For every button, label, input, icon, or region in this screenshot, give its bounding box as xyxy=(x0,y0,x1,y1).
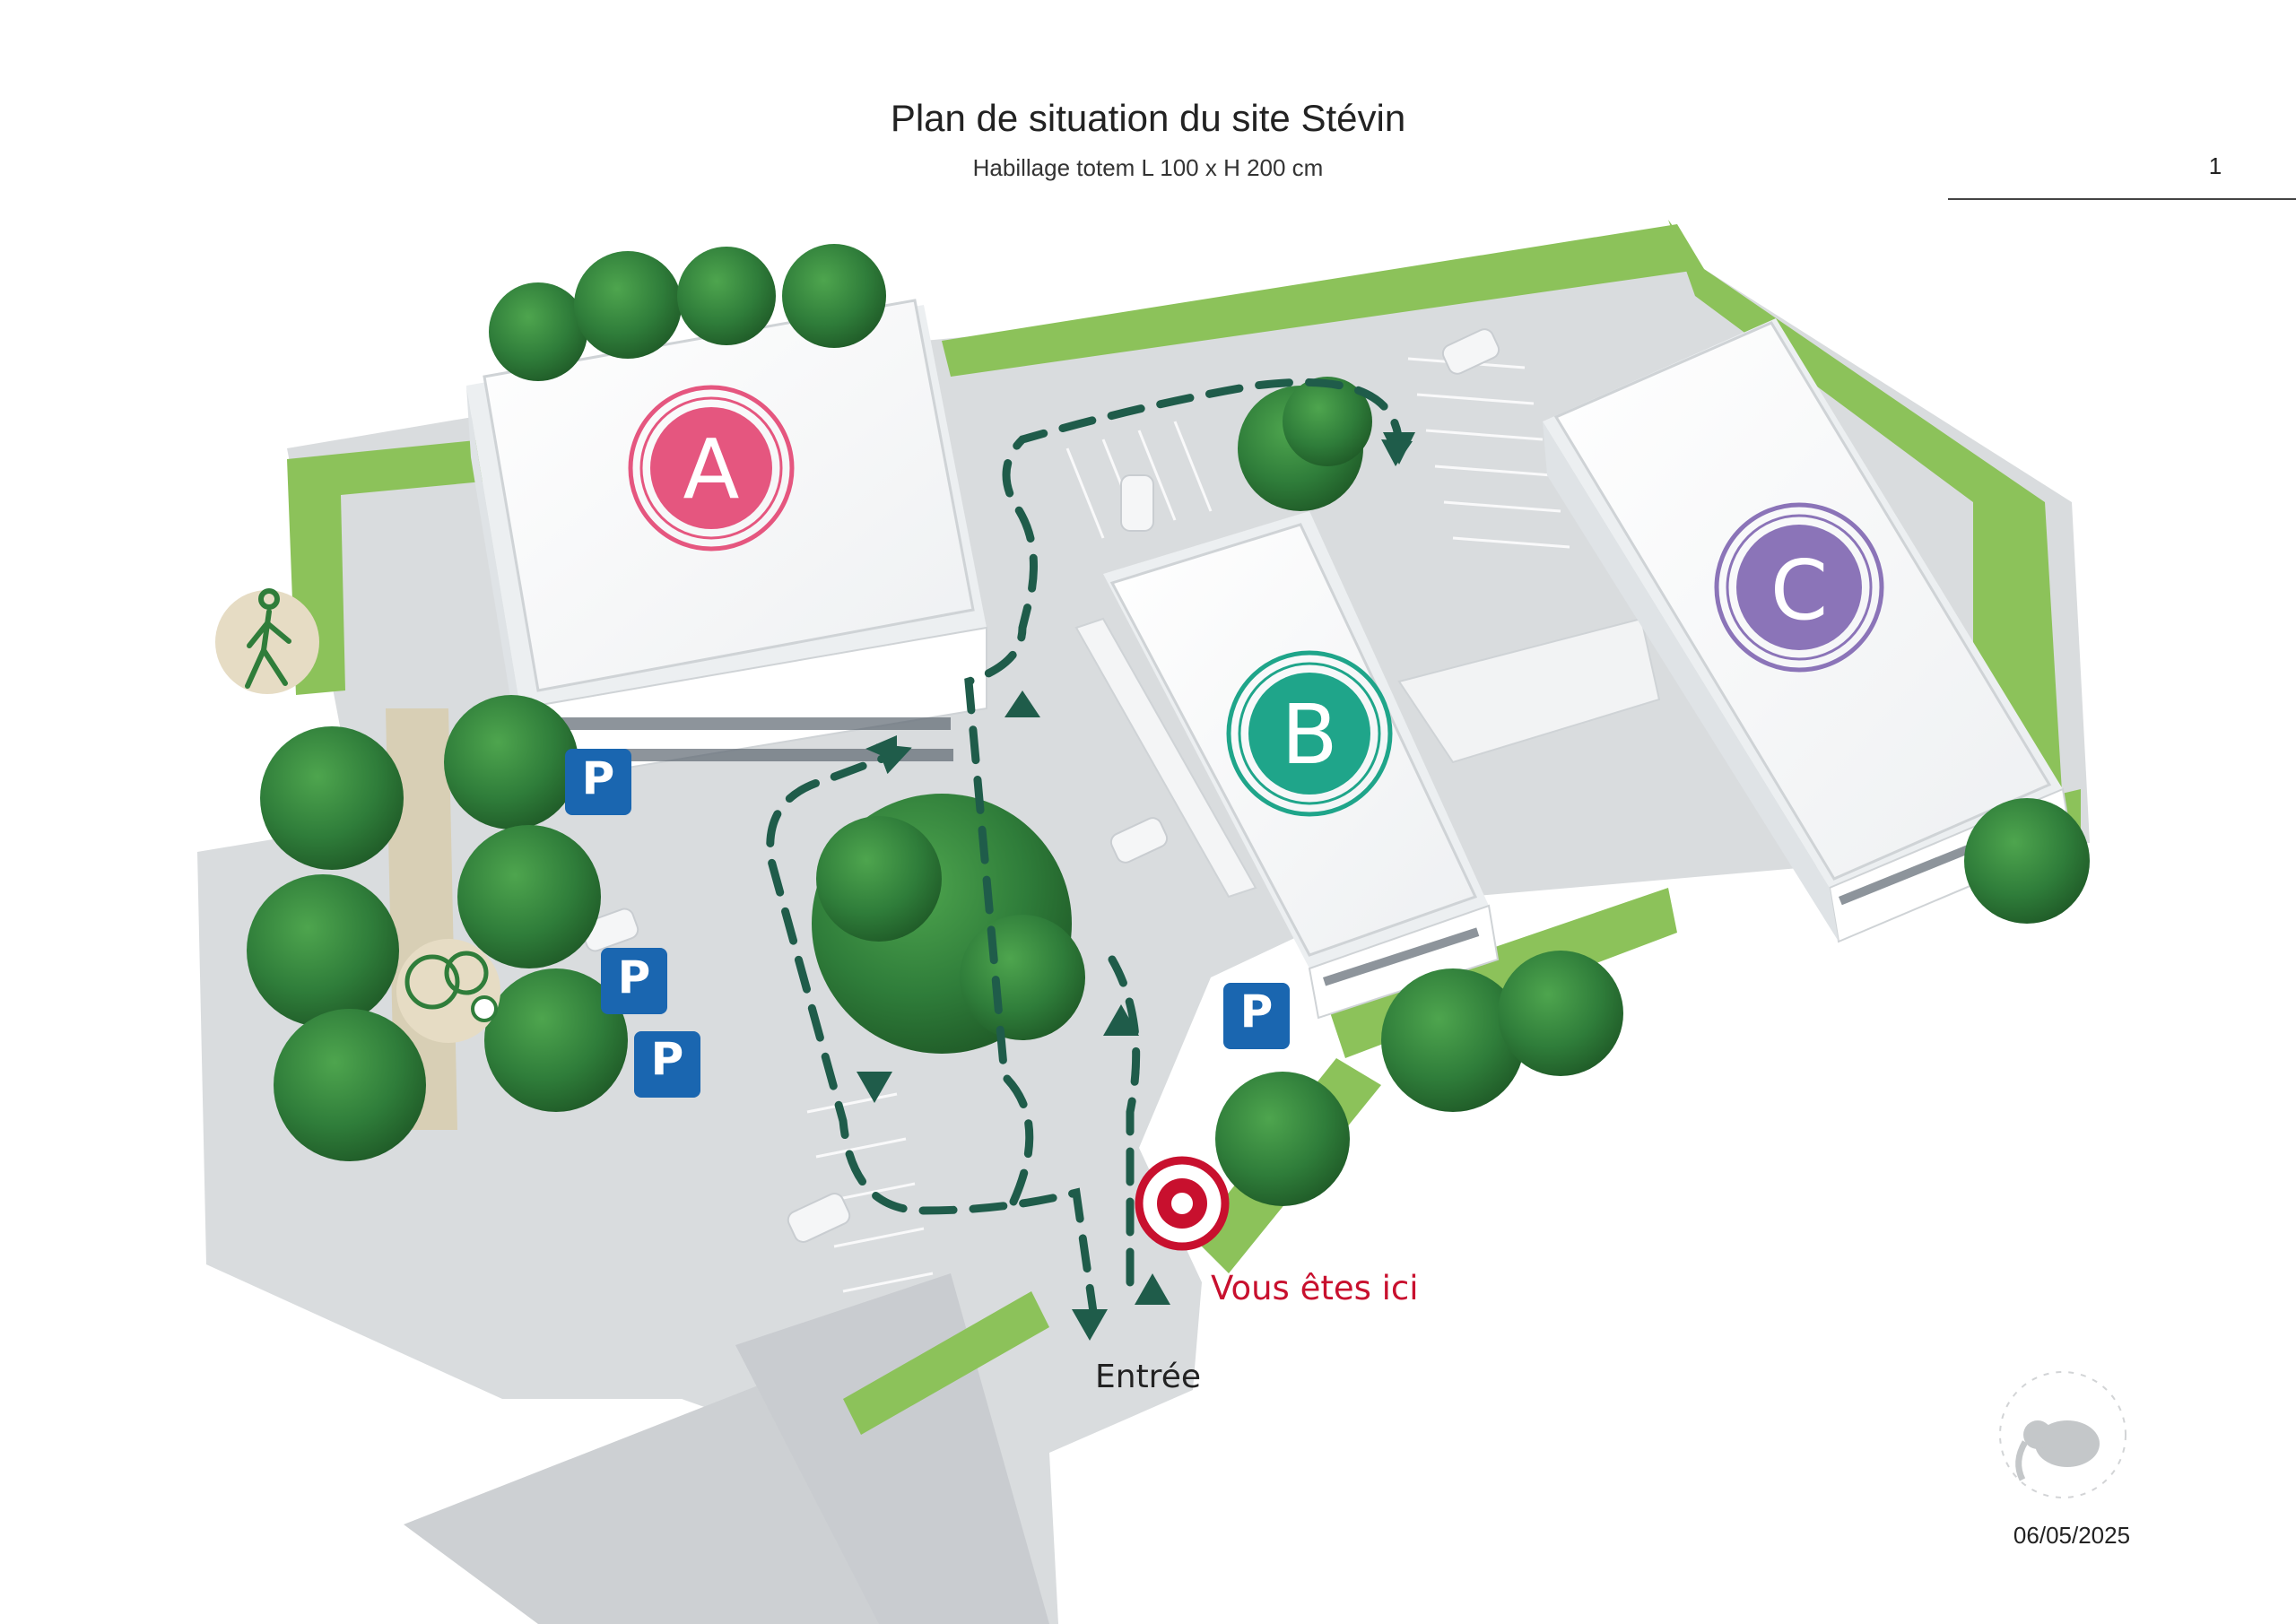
building-c-letter: C xyxy=(1770,543,1828,638)
you-are-here-label: Vous êtes ici xyxy=(1211,1269,1419,1307)
entrance-label: Entrée xyxy=(1095,1359,1201,1395)
parking-letter: P xyxy=(651,1033,684,1085)
page-subtitle: Habillage totem L 100 x H 200 cm xyxy=(972,154,1324,181)
building-a-letter: A xyxy=(683,421,740,517)
petanque-icon xyxy=(396,939,500,1043)
elephant-logo-icon xyxy=(1999,1371,2126,1498)
header-rule xyxy=(1948,198,2296,200)
parking-disabled-icon: P xyxy=(565,749,631,815)
parked-cars xyxy=(580,328,1500,1243)
page-title: Plan de situation du site Stévin xyxy=(890,97,1406,139)
parking-letter: P xyxy=(582,752,615,804)
pedestrian-icon xyxy=(215,588,319,694)
building-c-logo: C xyxy=(1714,502,1884,673)
route-arrow-icon xyxy=(857,439,1413,1341)
trees xyxy=(247,244,2090,1206)
footer-date: 06/05/2025 xyxy=(2013,1522,2131,1549)
parking-bike-icon: P xyxy=(634,1031,700,1098)
building-b-logo: B xyxy=(1226,650,1393,817)
building-a-logo: A xyxy=(628,385,795,551)
page-number: 1 xyxy=(2208,152,2222,179)
parking-stripes xyxy=(806,357,1570,1293)
parking-disabled-icon: P xyxy=(1223,983,1290,1049)
parking-letter: P xyxy=(1240,986,1274,1038)
parking-disabled-icon: P xyxy=(601,948,667,1014)
parking-letter: P xyxy=(618,951,651,1003)
building-a-windows xyxy=(538,717,953,761)
you-are-here-icon xyxy=(1135,1156,1230,1251)
building-b-letter: B xyxy=(1281,687,1337,783)
building-connector xyxy=(1397,617,1661,764)
